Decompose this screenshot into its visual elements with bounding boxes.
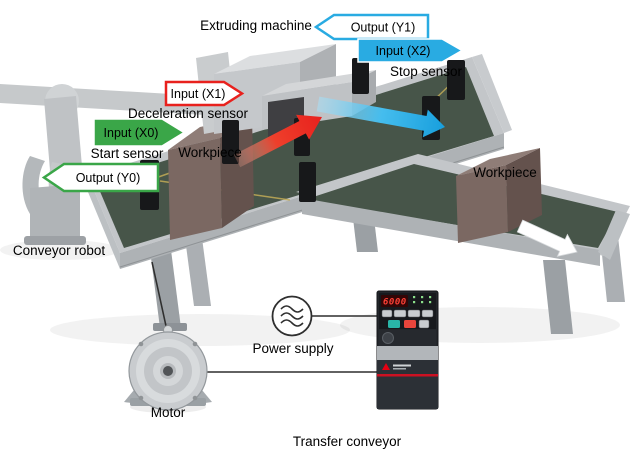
extruding-machine [196,44,376,141]
deceleration-sensor-post [299,162,316,202]
label-stop-sensor: Stop sensor [390,64,463,79]
mitsubishi-logo [382,363,411,370]
inverter-display-value: 6000 [383,298,407,308]
tag-input-x0: Input (X0) [93,118,186,147]
stop-sensor-post [352,58,369,94]
label-workpiece-right: Workpiece [473,165,537,180]
caption-transfer-conveyor: Transfer conveyor [293,434,402,449]
tag-input-x1: Input (X1) [164,80,245,107]
white-direction-arrow [516,219,578,257]
svg-text:Input (X0): Input (X0) [104,126,159,140]
setting-dial [382,332,394,344]
start-sensor-post [222,120,239,164]
tag-output-y0: Output (Y0) [41,162,160,193]
run-button [388,320,400,328]
label-power-supply: Power supply [252,341,333,356]
svg-text:Input (X2): Input (X2) [376,44,431,58]
label-deceleration-sensor: Deceleration sensor [128,106,249,121]
belt-direction-arrows [233,96,578,257]
text-labels: Extruding machine Stop sensor Decelerati… [13,18,537,449]
workpiece-right [456,148,542,243]
wiring [151,261,377,373]
label-workpiece-left: Workpiece [178,145,242,160]
wire-conveyor-to-motor [151,261,167,327]
tag-input-x2: Input (X2) [357,38,464,63]
inverter-unit: 6000 [376,290,439,410]
label-start-sensor: Start sensor [91,146,164,161]
keypad-buttons [381,309,434,329]
svg-text:Output (Y1): Output (Y1) [351,21,416,35]
svg-text:Input (X1): Input (X1) [171,87,226,101]
seven-segment-display [381,295,408,307]
label-motor: Motor [151,405,186,420]
io-tags: Output (Y1) Input (X2) Input (X1) Input … [41,13,464,193]
motor [124,325,212,411]
status-led-icons [413,296,432,304]
stop-button [404,320,416,328]
stop-sensor-post [447,60,465,100]
svg-text:Output (Y0): Output (Y0) [76,171,141,185]
ground-shadows [0,240,620,413]
red-direction-arrow [233,114,322,168]
power-supply-icon [271,295,313,337]
label-conveyor-robot: Conveyor robot [13,243,106,258]
blue-direction-arrow [316,96,445,138]
tag-output-y1: Output (Y1) [313,13,430,41]
label-extruding-machine: Extruding machine [200,18,312,33]
